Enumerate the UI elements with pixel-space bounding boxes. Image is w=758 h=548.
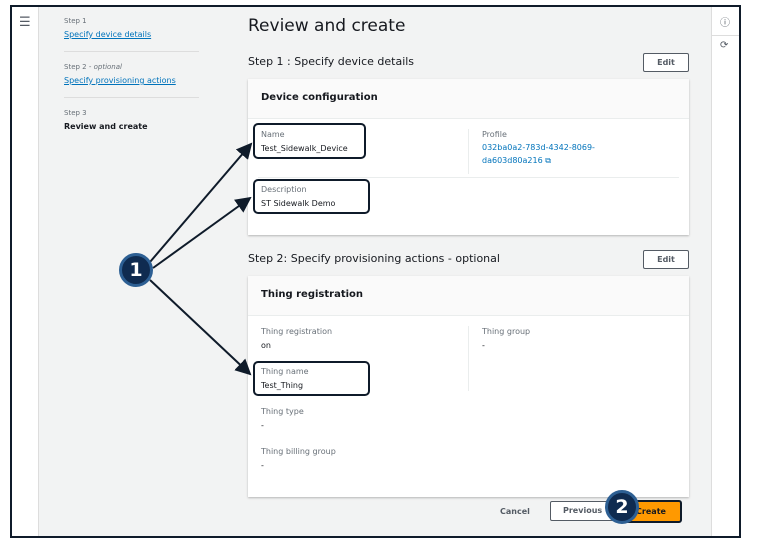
section1-heading: Step 1 : Specify device details [248, 55, 415, 68]
field-thing-registration: Thing registration on [261, 327, 332, 350]
step-label: Step 1 [64, 17, 87, 25]
arrow-to-thing-name [149, 279, 252, 376]
divider [712, 35, 739, 36]
field-value: Test_Sidewalk_Device [261, 144, 348, 153]
app-window: ☰ Step 1 Specify device details Step 2 -… [10, 5, 741, 538]
right-toolbar: ⓘ ⟳ [711, 7, 739, 536]
edit-step1-button[interactable]: Edit [643, 53, 689, 72]
section2-heading: Step 2: Specify provisioning actions - o… [248, 252, 500, 265]
step-label: Step 3 [64, 109, 87, 117]
cancel-button[interactable]: Cancel [500, 507, 530, 516]
card-title: Device configuration [248, 79, 689, 119]
field-profile: Profile 032ba0a2-783d-4342-8069- da603d80… [482, 130, 595, 167]
field-thing-billing-group: Thing billing group - [261, 447, 336, 470]
external-link-icon: ⧉ [545, 156, 551, 165]
wizard-nav: Step 1 Specify device details Step 2 - o… [40, 7, 230, 536]
highlight-thing-name [253, 361, 370, 396]
edit-step2-button[interactable]: Edit [643, 250, 689, 269]
arrow-to-name [149, 142, 253, 263]
step-label: Step 2 - [64, 63, 94, 71]
divider [468, 326, 469, 391]
field-value: - [261, 421, 264, 430]
field-description: Description ST Sidewalk Demo [261, 185, 335, 208]
divider [258, 177, 679, 178]
nav-step-1: Step 1 Specify device details [64, 17, 199, 39]
field-value: - [261, 461, 264, 470]
field-label: Thing group [482, 327, 531, 336]
field-label: Name [261, 130, 285, 139]
history-icon[interactable]: ⟳ [720, 40, 729, 51]
field-value: Test_Thing [261, 381, 304, 390]
field-value: - [482, 341, 485, 350]
field-thing-type: Thing type - [261, 407, 304, 430]
arrow-to-description [152, 196, 252, 269]
profile-id-part2: da603d80a216 [482, 156, 543, 165]
nav-link-device-details[interactable]: Specify device details [64, 30, 152, 39]
field-value: ST Sidewalk Demo [261, 199, 336, 208]
field-label: Thing type [261, 407, 304, 416]
divider [468, 129, 469, 174]
highlight-description [253, 179, 370, 214]
card-title: Thing registration [248, 276, 689, 316]
divider [64, 97, 199, 98]
nav-step-2: Step 2 - optional Specify provisioning a… [64, 63, 199, 85]
optional-label: optional [93, 63, 122, 71]
profile-link[interactable]: 032ba0a2-783d-4342-8069- da603d80a216 ⧉ [482, 141, 595, 167]
left-toolbar: ☰ [12, 7, 39, 536]
page-title: Review and create [248, 16, 406, 36]
highlight-name [253, 123, 366, 159]
field-label: Profile [482, 130, 507, 139]
nav-current-step: Review and create [64, 122, 148, 131]
annotation-badge-2: 2 [605, 490, 639, 524]
field-value: on [261, 341, 271, 350]
nav-step-3: Step 3 Review and create [64, 109, 199, 131]
hamburger-icon[interactable]: ☰ [19, 15, 31, 30]
field-thing-group: Thing group - [482, 327, 530, 350]
info-icon[interactable]: ⓘ [720, 18, 730, 29]
nav-link-provisioning[interactable]: Specify provisioning actions [64, 76, 176, 85]
field-label: Thing billing group [261, 447, 336, 456]
field-label: Description [261, 185, 307, 194]
profile-id-part1: 032ba0a2-783d-4342-8069- [482, 143, 595, 152]
divider [64, 51, 199, 52]
field-label: Thing registration [261, 327, 333, 336]
field-label: Thing name [261, 367, 309, 376]
annotation-badge-1: 1 [119, 253, 153, 287]
